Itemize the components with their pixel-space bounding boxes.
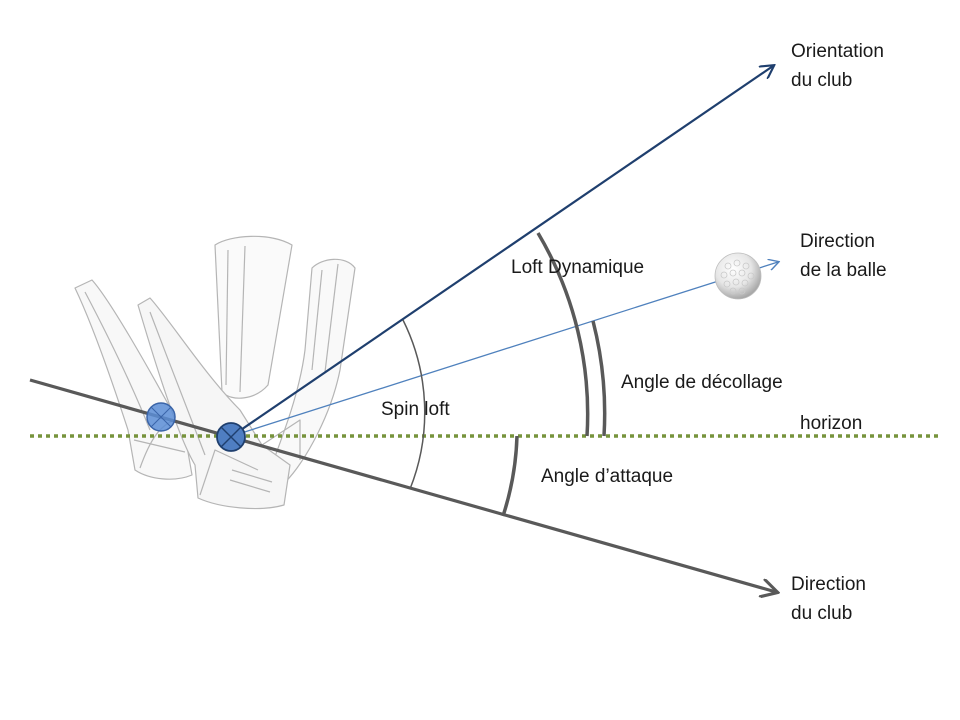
club-orientation-label: Orientation du club — [791, 37, 884, 95]
golf-iron-sketch-icon — [74, 235, 356, 510]
spin-loft-arc — [402, 319, 426, 490]
club-orientation-label-line2: du club — [791, 70, 853, 91]
attack-angle-arc — [501, 435, 519, 517]
club-path-label: Direction du club — [791, 570, 866, 628]
golf-ball-icon — [714, 252, 762, 300]
impact-marker-back — [146, 402, 176, 432]
ball-direction-label-line2: de la balle — [800, 260, 887, 281]
impact-marker-front — [216, 422, 246, 452]
ball-direction-arrow — [231, 262, 778, 437]
horizon-label: horizon — [800, 413, 863, 434]
ball-direction-label-line1: Direction — [800, 231, 875, 252]
ball-direction-label: Direction de la balle — [800, 227, 887, 285]
attack-angle-label: Angle d’attaque — [541, 466, 674, 487]
spin-loft-label: Spin loft — [381, 399, 450, 420]
club-path-label-line2: du club — [791, 603, 853, 624]
club-orientation-arrow — [231, 66, 773, 437]
club-orientation-label-line1: Orientation — [791, 41, 884, 62]
dynamic-loft-label: Loft Dynamique — [511, 257, 645, 278]
launch-angle-arc — [591, 320, 607, 437]
dynamic-loft-arc — [536, 232, 590, 437]
launch-angle-label: Angle de décollage — [621, 372, 783, 393]
club-path-label-line1: Direction — [791, 574, 866, 595]
